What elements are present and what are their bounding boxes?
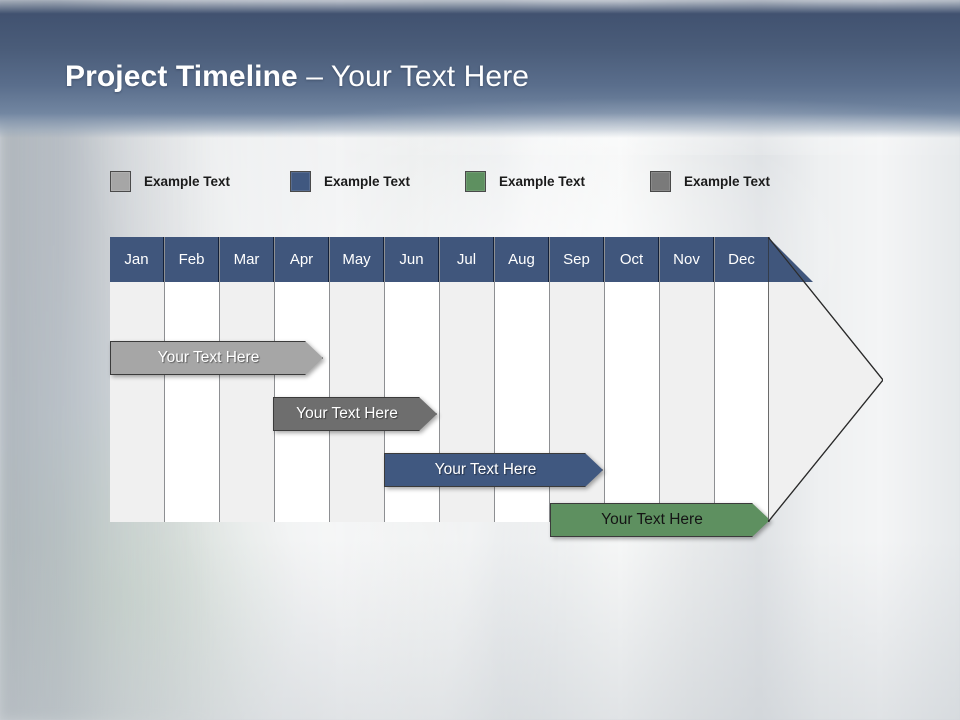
gantt-bar-label: Your Text Here xyxy=(434,461,537,478)
legend-item-4[interactable]: Example Text xyxy=(650,168,770,194)
legend-item-1[interactable]: Example Text xyxy=(110,168,230,194)
legend-item-label: Example Text xyxy=(684,173,771,189)
legend-item-label: Example Text xyxy=(144,173,231,189)
month-header-oct[interactable]: Oct xyxy=(605,237,659,282)
month-header-sep[interactable]: Sep xyxy=(550,237,604,282)
gantt-bar-arrow-shape xyxy=(384,453,603,487)
gantt-bar-1[interactable]: Your Text Here xyxy=(110,341,323,375)
timeline-column-body xyxy=(715,282,769,522)
timeline-column-nov: Nov xyxy=(660,237,715,522)
timeline-column-body xyxy=(605,282,659,522)
legend-item-2[interactable]: Example Text xyxy=(290,168,410,194)
month-header-may[interactable]: May xyxy=(330,237,384,282)
legend-swatch-icon xyxy=(650,170,671,192)
gantt-bar-3[interactable]: Your Text Here xyxy=(384,453,603,487)
page-title-rest: – Your Text Here xyxy=(297,60,530,93)
gantt-bar-4[interactable]: Your Text Here xyxy=(550,503,770,537)
timeline-column-jan: Jan xyxy=(110,237,165,522)
month-header-aug[interactable]: Aug xyxy=(495,237,549,282)
chart-legend: Example Text Example Text Example Text Exam… xyxy=(110,168,810,194)
timeline-arrow-tip xyxy=(768,237,883,522)
timeline-column-oct: Oct xyxy=(605,237,660,522)
legend-swatch-icon xyxy=(290,170,311,192)
timeline-column-body xyxy=(110,282,164,522)
legend-item-label: Example Text xyxy=(324,173,411,189)
month-header-jul[interactable]: Jul xyxy=(440,237,494,282)
page-title: Project Timeline – Your Text Here xyxy=(65,60,529,94)
gantt-bar-label: Your Text Here xyxy=(157,349,260,366)
month-header-nov[interactable]: Nov xyxy=(660,237,714,282)
slide-header-band xyxy=(0,0,960,138)
background-bottom-shade xyxy=(0,540,960,720)
gantt-bar-arrow-shape xyxy=(110,341,323,375)
legend-swatch-icon xyxy=(110,170,131,192)
gantt-bar-arrow-shape xyxy=(550,503,770,537)
gantt-bar-label: Your Text Here xyxy=(601,511,703,528)
timeline-column-body xyxy=(220,282,274,522)
header-sheen xyxy=(0,95,960,155)
timeline-column-body xyxy=(660,282,714,522)
timeline-column-may: May xyxy=(330,237,385,522)
month-header-jan[interactable]: Jan xyxy=(110,237,164,282)
gantt-bar-arrow-shape xyxy=(273,397,437,431)
month-header-jun[interactable]: Jun xyxy=(385,237,439,282)
timeline-column-feb: Feb xyxy=(165,237,220,522)
page-title-bold: Project Timeline xyxy=(65,60,298,93)
timeline-column-mar: Mar xyxy=(220,237,275,522)
month-header-mar[interactable]: Mar xyxy=(220,237,274,282)
timeline-column-body xyxy=(165,282,219,522)
gantt-bar-label: Your Text Here xyxy=(296,405,398,422)
legend-swatch-icon xyxy=(465,170,486,192)
gantt-bar-2[interactable]: Your Text Here xyxy=(273,397,437,431)
timeline-column-dec: Dec xyxy=(715,237,770,522)
timeline-column-apr: Apr xyxy=(275,237,330,522)
month-header-apr[interactable]: Apr xyxy=(275,237,329,282)
legend-item-3[interactable]: Example Text xyxy=(465,168,585,194)
month-header-feb[interactable]: Feb xyxy=(165,237,219,282)
month-header-dec[interactable]: Dec xyxy=(715,237,769,282)
legend-item-label: Example Text xyxy=(499,173,586,189)
